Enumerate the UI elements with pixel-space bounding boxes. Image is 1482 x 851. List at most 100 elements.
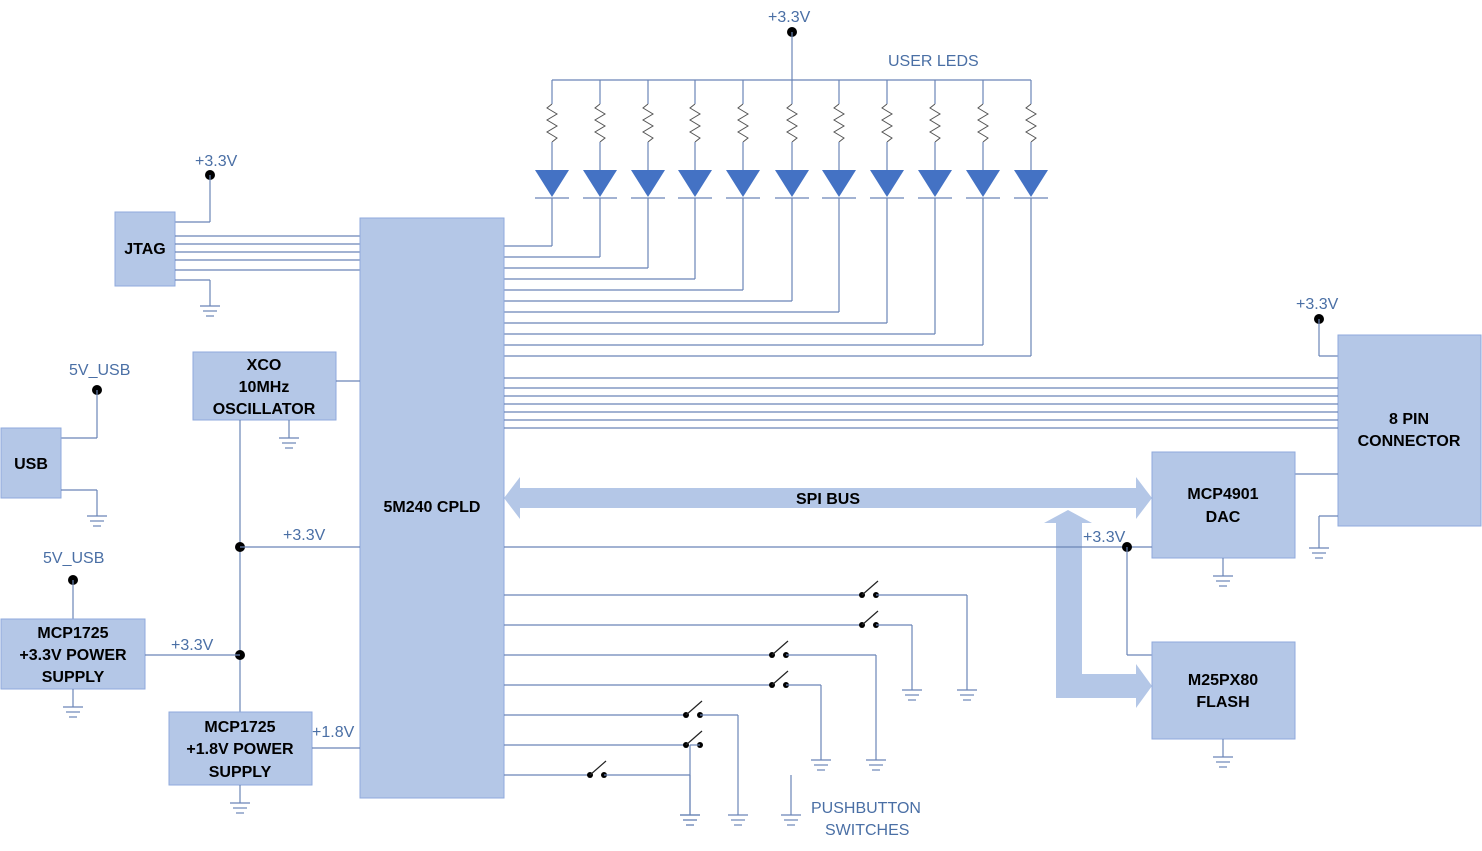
- cpld-label: 5M240 CPLD: [384, 499, 481, 516]
- jtag-supply-label: +3.3V: [195, 153, 238, 170]
- ground-icon: [63, 706, 83, 718]
- usb-supply-label: 5V_USB: [69, 362, 130, 379]
- regulator-1v8-section: MCP1725 +1.8V POWER SUPPLY +1.8V: [168, 711, 360, 814]
- connector-label-1: 8 PIN: [1389, 411, 1429, 428]
- spi-bus: SPI BUS: [504, 477, 1152, 708]
- connector-supply-label: +3.3V: [1296, 296, 1339, 313]
- led-icon: [535, 170, 569, 197]
- led-column: [504, 80, 569, 247]
- ground-icon: [1213, 575, 1233, 587]
- led-icon: [822, 170, 856, 197]
- ground-icon: [781, 814, 801, 826]
- pushbutton-label-2: SWITCHES: [825, 822, 909, 839]
- resistor-icon: [737, 103, 749, 143]
- pushbutton-label-1: PUSHBUTTON: [811, 800, 921, 817]
- led-column: [504, 80, 1000, 346]
- regulator-3v3-section: 5V_USB MCP1725 +3.3V POWER SUPPLY +3.3V: [0, 550, 240, 718]
- led-icon: [870, 170, 904, 197]
- pushbutton-switch: [504, 670, 831, 771]
- reg33-label-3: SUPPLY: [42, 669, 105, 686]
- connector-section: +3.3V 8 PIN CONNECTOR: [504, 296, 1482, 559]
- led-icon: [726, 170, 760, 197]
- resistor-icon: [594, 103, 606, 143]
- resistor-icon: [546, 103, 558, 143]
- ground-icon: [957, 689, 977, 701]
- led-icon: [678, 170, 712, 197]
- flash-label-2: FLASH: [1196, 694, 1249, 711]
- ground-icon: [680, 814, 700, 826]
- led-column: [504, 80, 712, 280]
- dac-label-1: MCP4901: [1187, 486, 1258, 503]
- ground-icon: [1213, 756, 1233, 768]
- reg33-output-label: +3.3V: [171, 637, 214, 654]
- regulator-3v3-block: [0, 618, 146, 690]
- ground-icon: [279, 437, 299, 449]
- led-icon: [583, 170, 617, 197]
- oscillator-label-2: 10MHz: [239, 379, 290, 396]
- oscillator-label-1: XCO: [247, 357, 282, 374]
- spi-bus-arrow: [504, 477, 1152, 519]
- led-icon: [918, 170, 952, 197]
- oscillator-block: [192, 351, 337, 421]
- reg18-output-label: +1.8V: [312, 724, 355, 741]
- resistor-icon: [642, 103, 654, 143]
- dac-supply-label: +3.3V: [1083, 529, 1126, 546]
- reg18-label-1: MCP1725: [204, 719, 275, 736]
- resistor-icon: [689, 103, 701, 143]
- resistor-icon: [977, 103, 989, 143]
- reg33-supply-label: 5V_USB: [43, 550, 104, 567]
- resistor-icon: [929, 103, 941, 143]
- ground-icon: [87, 515, 107, 527]
- led-column: [504, 80, 760, 291]
- jtag-section: +3.3V JTAG: [114, 153, 360, 317]
- led-icon: [966, 170, 1000, 197]
- led-column: [504, 80, 809, 302]
- resistor-icon: [881, 103, 893, 143]
- spi-bus-label: SPI BUS: [796, 491, 860, 508]
- regulator-1v8-block: [168, 711, 313, 786]
- flash-label-1: M25PX80: [1188, 672, 1258, 689]
- led-icon: [631, 170, 665, 197]
- jtag-label: JTAG: [124, 241, 165, 258]
- dac-section: MCP4901 DAC +3.3V: [504, 451, 1296, 656]
- flash-block: [1151, 641, 1296, 740]
- ground-icon: [811, 759, 831, 771]
- usb-section: 5V_USB USB: [0, 362, 130, 527]
- jtag-block: [114, 211, 176, 287]
- ground-icon: [902, 689, 922, 701]
- oscillator-section: XCO 10MHz OSCILLATOR +3.3V: [192, 351, 360, 712]
- led-supply-label: +3.3V: [768, 9, 811, 26]
- user-leds-label: USER LEDS: [888, 53, 979, 70]
- reg33-label-2: +3.3V POWER: [19, 647, 127, 664]
- connector-block: [1337, 334, 1482, 527]
- resistor-icon: [833, 103, 845, 143]
- pushbutton-section: PUSHBUTTON SWITCHES: [504, 580, 977, 839]
- led-column: [504, 80, 617, 258]
- ground-icon: [230, 802, 250, 814]
- led-column: [504, 80, 904, 324]
- led-column: [504, 80, 1048, 357]
- led-column: [504, 80, 856, 313]
- oscillator-label-3: OSCILLATOR: [213, 401, 316, 418]
- ground-icon: [728, 814, 748, 826]
- dac-block: [1151, 451, 1296, 559]
- resistor-icon: [1025, 103, 1037, 143]
- resistor-icon: [786, 103, 798, 143]
- usb-label: USB: [14, 456, 48, 473]
- pushbutton-switch: [504, 640, 886, 771]
- spi-flash-arrow: [1044, 510, 1152, 708]
- led-icon: [1014, 170, 1048, 197]
- flash-section: M25PX80 FLASH: [1151, 641, 1296, 768]
- pushbutton-switch: [504, 730, 703, 826]
- pushbutton-switch: [504, 760, 691, 815]
- ground-icon: [866, 759, 886, 771]
- cpld-supply-label: +3.3V: [283, 527, 326, 544]
- pushbutton-switch: [504, 580, 977, 701]
- led-column: [504, 80, 665, 269]
- pushbutton-switch: [504, 610, 922, 701]
- pushbutton-switch: [504, 700, 748, 826]
- usb-block: [0, 427, 62, 499]
- connector-label-2: CONNECTOR: [1358, 433, 1461, 450]
- reg33-label-1: MCP1725: [37, 625, 108, 642]
